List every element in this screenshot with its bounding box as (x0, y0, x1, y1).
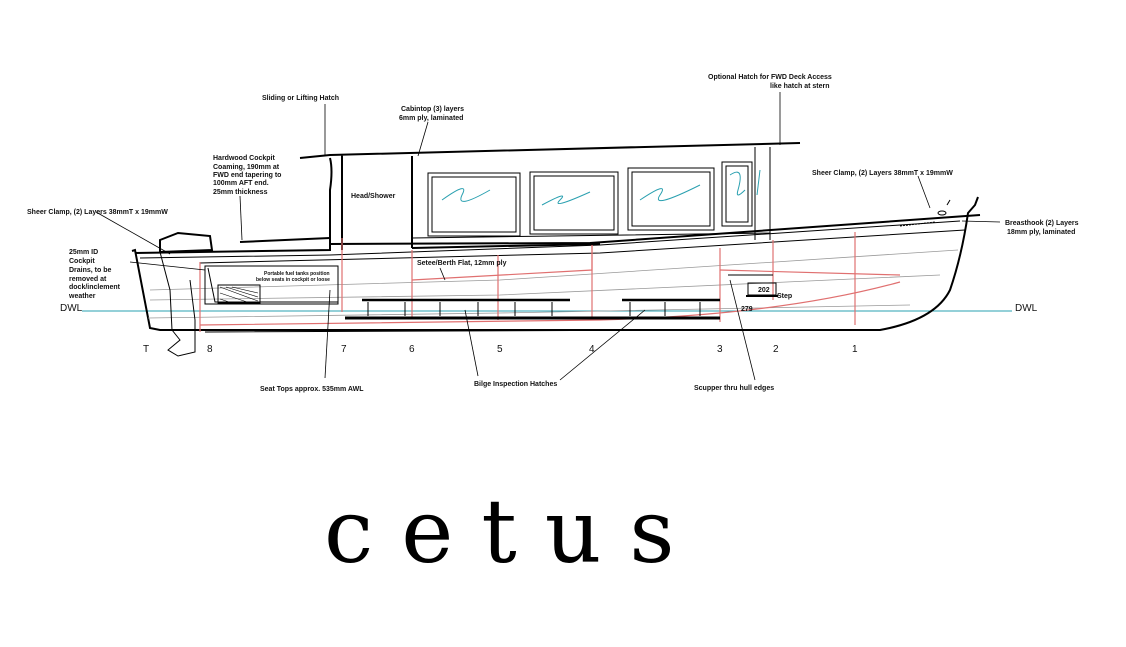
cockpit (204, 237, 339, 305)
station-2: 2 (773, 344, 779, 355)
callout-fuel-2: below seats in cockpit or loose (256, 277, 330, 283)
station-8: 8 (207, 344, 213, 355)
dim-202: 202 (758, 287, 770, 294)
bottom-line (204, 329, 880, 333)
callout-sheer-clamp-aft: Sheer Clamp, (2) Layers 38mmT x 19mmW (27, 209, 168, 216)
deck-line (199, 229, 966, 264)
callout-head-shower: Head/Shower (351, 193, 396, 200)
hull-outline (131, 196, 979, 331)
callout-settee: Setee/Berth Flat, 12mm ply (417, 260, 507, 267)
bilge-floor (345, 298, 720, 320)
callout-step: Step (777, 293, 792, 300)
keel-line (147, 304, 911, 319)
callout-sliding-hatch: Sliding or Lifting Hatch (262, 95, 339, 102)
callout-scupper: Scupper thru hull edges (694, 385, 774, 392)
cockpit-coaming (239, 237, 331, 243)
callout-breasthook-2: 18mm ply, laminated (1007, 229, 1075, 236)
cabin-outline (299, 142, 801, 250)
station-7: 7 (341, 344, 347, 355)
bow-details (899, 199, 951, 227)
callout-drains-6: weather (68, 293, 96, 300)
callout-drains-1: 25mm ID (69, 249, 98, 256)
callout-fwd-hatch-1: Optional Hatch for FWD Deck Access (708, 74, 832, 81)
station-6: 6 (409, 344, 415, 355)
callout-drains-5: dock/inclement (69, 284, 121, 291)
outboard-motor (159, 231, 214, 357)
station-4: 4 (589, 344, 595, 355)
callout-coaming-3: FWD end tapering to (213, 172, 281, 179)
leader-lines (95, 121, 1001, 381)
callout-seat-tops: Seat Tops approx. 535mm AWL (260, 386, 364, 393)
callout-fwd-hatch-2: like hatch at stern (770, 83, 830, 90)
station-1: 1 (852, 344, 858, 355)
chine-line (149, 249, 959, 291)
callout-cabintop-1: Cabintop (3) layers (401, 106, 464, 113)
buttock-line (149, 274, 941, 301)
dwl-label-aft: DWL (60, 303, 83, 314)
callout-drains-4: removed at (69, 276, 107, 283)
cabin-front (754, 147, 771, 240)
callout-fuel-1: Portable fuel tanks position (264, 271, 330, 277)
callout-drains-3: Drains, to be (69, 267, 112, 274)
cabin-windows (427, 161, 761, 237)
callout-coaming-1: Hardwood Cockpit (213, 155, 276, 162)
dwl-label-fwd: DWL (1015, 303, 1038, 314)
boat-name-title: cetus (324, 480, 703, 583)
station-5: 5 (497, 344, 503, 355)
callout-drains-2: Cockpit (69, 258, 95, 265)
callout-breasthook-1: Breasthook (2) Layers (1005, 220, 1079, 227)
callout-cabintop-2: 6mm ply, laminated (399, 115, 463, 122)
station-T: T (143, 344, 149, 355)
sheer-inner (139, 220, 961, 259)
callout-sheer-clamp-fwd: Sheer Clamp, (2) Layers 38mmT x 19mmW (812, 170, 953, 177)
callout-coaming-2: Coaming, 190mm at (213, 164, 280, 171)
step-detail (728, 274, 778, 297)
callout-coaming-4: 100mm AFT end. (213, 180, 269, 187)
cabin-side (411, 155, 771, 239)
station-3: 3 (717, 344, 723, 355)
callout-coaming-5: 25mm thickness (213, 189, 268, 196)
dim-279: 279 (741, 306, 753, 313)
callout-bilge-hatches: Bilge Inspection Hatches (474, 381, 557, 388)
